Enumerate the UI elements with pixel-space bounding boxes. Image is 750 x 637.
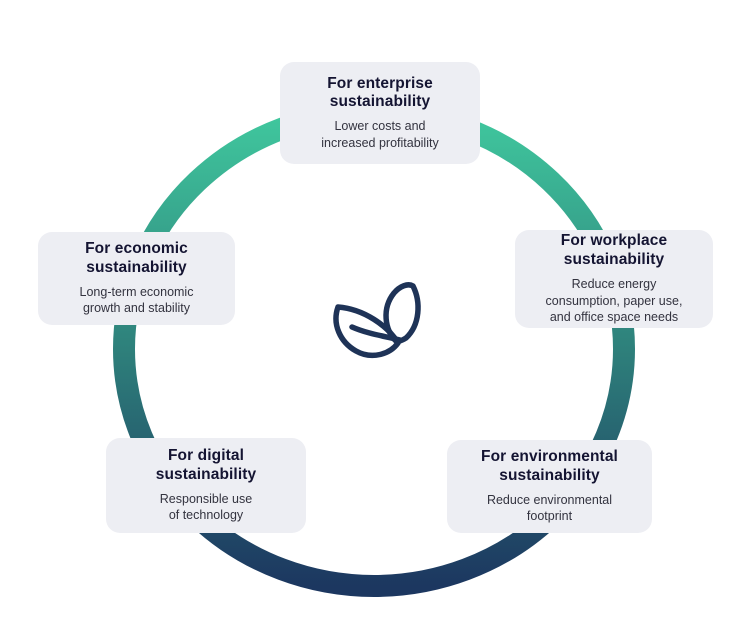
card-title: For digital sustainability [155,447,257,483]
card-economic-sustainability: For economic sustainability Long-term ec… [38,232,235,325]
card-title: For economic sustainability [85,240,188,276]
card-title: For enterprise sustainability [327,74,433,110]
card-digital-sustainability: For digital sustainability Responsible u… [106,438,306,533]
card-description: Long-term economic growth and stability [79,284,194,316]
card-title: For workplace sustainability [560,232,668,268]
leaf-big-outline [333,304,401,359]
leaf-small-outline [383,282,421,345]
card-environmental-sustainability: For environmental sustainability Reduce … [447,440,652,533]
card-enterprise-sustainability: For enterprise sustainability Lower cost… [280,62,480,164]
card-description: Responsible use of technology [159,491,253,523]
leaf-icon [330,280,445,365]
card-description: Reduce energy consumption, paper use, an… [545,277,683,325]
card-description: Reduce environmental footprint [486,492,613,524]
card-title: For environmental sustainability [481,448,618,484]
card-description: Lower costs and increased profitability [321,119,439,150]
card-workplace-sustainability: For workplace sustainability Reduce ener… [515,230,713,328]
